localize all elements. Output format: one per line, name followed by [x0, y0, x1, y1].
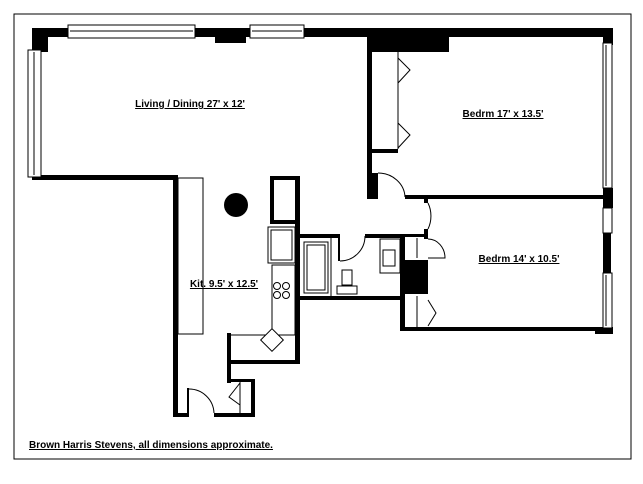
windows	[27, 24, 613, 329]
column-block	[367, 37, 449, 52]
room-label-bedroom-2: Bedrm 14' x 10.5'	[479, 254, 560, 265]
room-label-bedroom-1: Bedrm 17' x 13.5'	[463, 109, 544, 120]
column-icon	[224, 193, 248, 217]
kitchen-counter	[177, 177, 204, 335]
chimney-block	[215, 37, 246, 43]
walls	[32, 28, 613, 417]
room-label-living-dining: Living / Dining 27' x 12'	[135, 99, 245, 110]
shaft-block	[405, 260, 428, 294]
room-label-kitchen: Kit. 9.5' x 12.5'	[190, 279, 258, 290]
footer-note: Brown Harris Stevens, all dimensions app…	[29, 440, 273, 451]
range-counter	[271, 264, 296, 336]
sink-icon	[259, 327, 285, 353]
fixtures	[177, 52, 418, 413]
toilet-icon	[341, 269, 353, 286]
doors	[188, 57, 446, 414]
stove-burners-icon	[273, 282, 290, 299]
